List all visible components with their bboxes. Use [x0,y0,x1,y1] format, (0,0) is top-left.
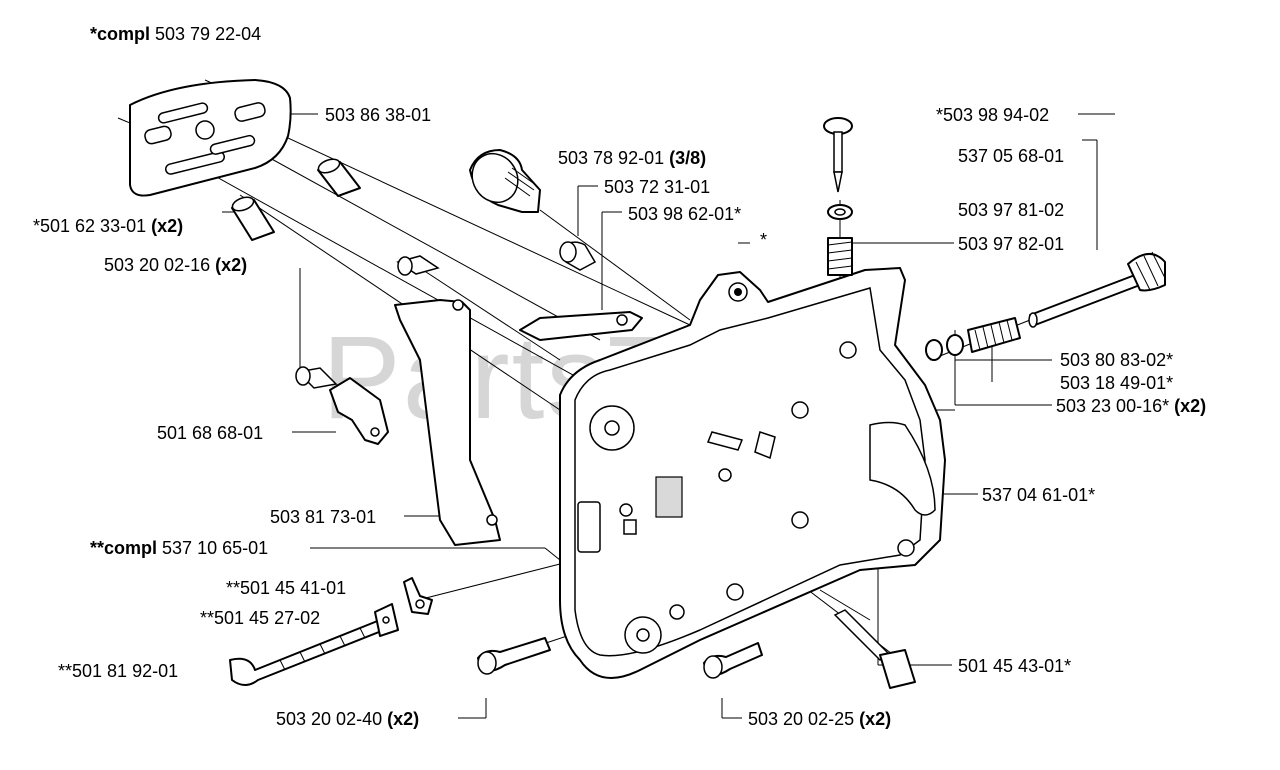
clip-part [403,577,433,615]
label-part-8192: **501 81 92-01 [58,661,178,681]
label-chain-catcher: 501 68 68-01 [157,423,263,443]
screw-lower [295,366,338,389]
screw-bottom-right [703,642,763,679]
adjuster-screw [823,117,853,220]
clutch-cover [559,267,946,679]
tension-rod [1028,251,1166,328]
adjuster-cap [469,149,541,213]
long-screw [229,619,385,686]
label-part-9781: 503 97 81-02 [958,200,1064,220]
label-screw-2025: 503 20 02-25(x2) [748,709,891,729]
screw-bottom-left [477,637,551,675]
chain-catcher [329,377,389,445]
label-part-0568: 537 05 68-01 [958,146,1064,166]
spacer-lower [231,196,275,241]
label-part-9894: *503 98 94-02 [936,105,1049,125]
label-plate: 503 81 73-01 [270,507,376,527]
label-part-7892: 503 78 92-01(3/8) [558,148,706,168]
label-part-9782: 503 97 82-01 [958,234,1064,254]
label-part-7231: 503 72 31-01 [604,177,710,197]
label-part-9862: 503 98 62-01* [628,204,741,224]
label-part-0461: 537 04 61-01* [982,485,1095,505]
label-screw-2040: 503 20 02-40(x2) [276,709,419,729]
label-part-8083: 503 80 83-02* [1060,350,1173,370]
tensioner-link [519,311,643,341]
washers [925,317,1021,361]
guide-plate [129,79,292,197]
label-screw-2016: 503 20 02-16(x2) [104,255,247,275]
spacer-upper [317,158,361,197]
pin-part [559,241,597,271]
label-part-1849: 503 18 49-01* [1060,373,1173,393]
label-spacer: *501 62 33-01(x2) [33,216,183,236]
square-nut [374,603,399,637]
spring [827,237,853,276]
label-part-2300: 503 23 00-16*(x2) [1056,396,1206,416]
label-part-4541: **501 45 41-01 [226,578,346,598]
label-part-4543: 501 45 43-01* [958,656,1071,676]
label-guide-plate: 503 86 38-01 [325,105,431,125]
label-part-4527: **501 45 27-02 [200,608,320,628]
tension-screw [833,609,916,689]
screw-upper [396,255,440,276]
tension-plate [394,299,501,546]
label-star: * [760,230,767,250]
